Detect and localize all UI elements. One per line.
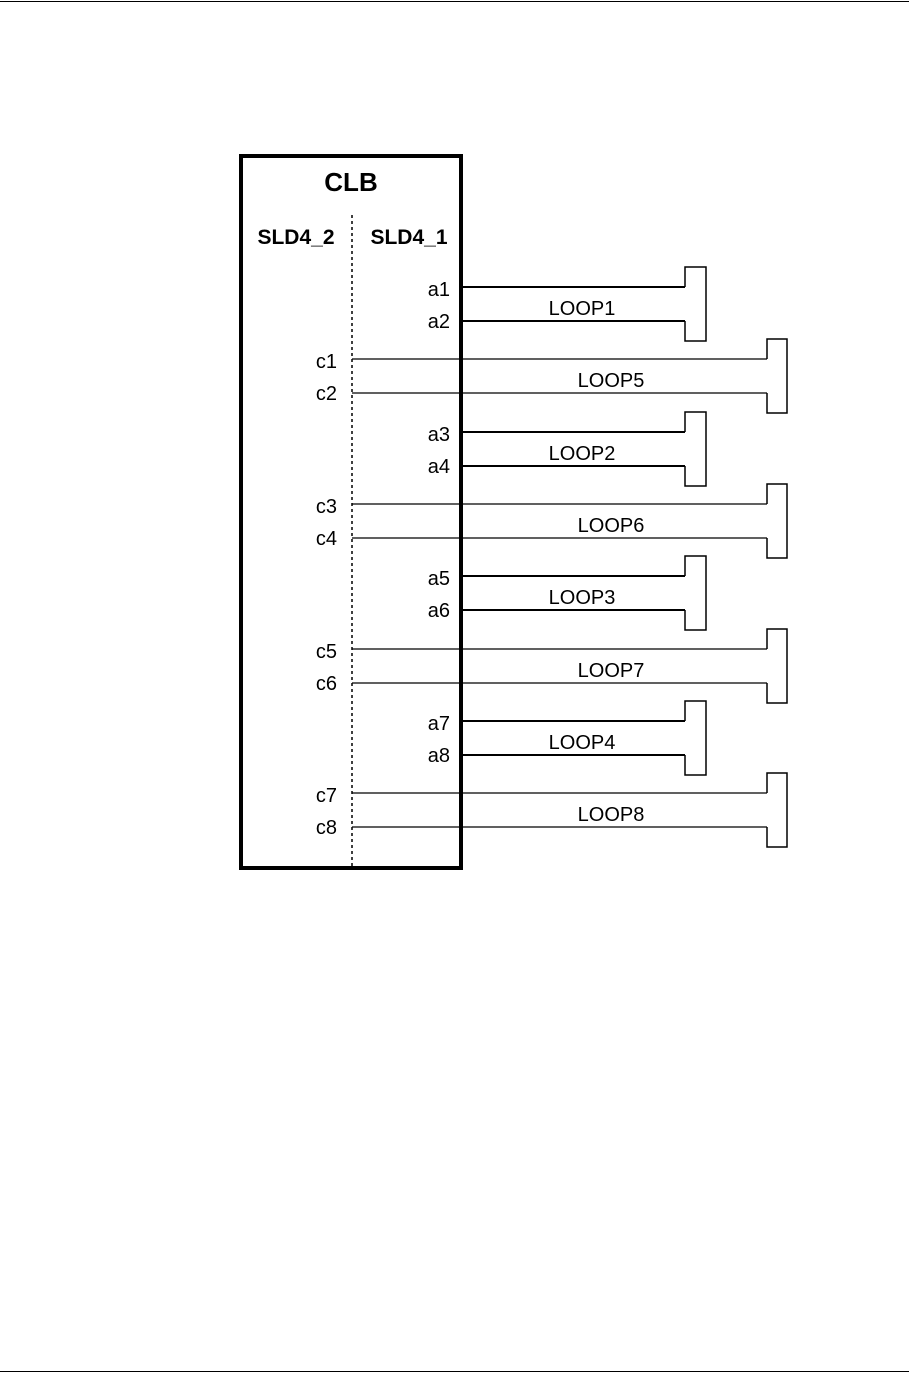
pin-label-c3: c3	[316, 496, 337, 518]
connector-loop2	[684, 411, 707, 487]
top-rule	[0, 1, 909, 2]
loop-group: a1 a2 LOOP1 c1 c2 LOOP5 a3 a4 LOOP2 c3 c4 LOOP6 a5 a6…	[316, 266, 788, 848]
loop-label-loop1: LOOP1	[549, 298, 616, 320]
loop-label-loop6: LOOP6	[578, 515, 645, 537]
loop-label-loop2: LOOP2	[549, 443, 616, 465]
clb-block	[239, 154, 463, 870]
pin-label-c4: c4	[316, 528, 337, 550]
pin-label-a5: a5	[428, 568, 450, 590]
loop-label-loop5: LOOP5	[578, 370, 645, 392]
connector-loop7	[766, 628, 788, 704]
bottom-rule	[0, 1371, 909, 1372]
pin-label-c2: c2	[316, 383, 337, 405]
column-header-sld4-2: SLD4_2	[257, 226, 334, 249]
loop-label-loop7: LOOP7	[578, 660, 645, 682]
connector-loop1	[684, 266, 707, 342]
pin-label-a8: a8	[428, 745, 450, 767]
pin-label-a7: a7	[428, 713, 450, 735]
pin-label-c1: c1	[316, 351, 337, 373]
pin-label-a2: a2	[428, 311, 450, 333]
block-title: CLB	[324, 167, 377, 197]
pin-label-c6: c6	[316, 673, 337, 695]
pin-label-c5: c5	[316, 641, 337, 663]
connector-loop5	[766, 338, 788, 414]
loop-label-loop3: LOOP3	[549, 587, 616, 609]
pin-label-a4: a4	[428, 456, 450, 478]
pin-label-a3: a3	[428, 424, 450, 446]
pin-label-c7: c7	[316, 785, 337, 807]
pin-label-a6: a6	[428, 600, 450, 622]
connector-loop4	[684, 700, 707, 776]
loop-label-loop4: LOOP4	[549, 732, 616, 754]
connector-loop3	[684, 555, 707, 631]
connector-loop8	[766, 772, 788, 848]
pin-label-a1: a1	[428, 279, 450, 301]
loop-label-loop8: LOOP8	[578, 804, 645, 826]
column-header-sld4-1: SLD4_1	[370, 226, 447, 249]
connector-loop6	[766, 483, 788, 559]
pin-label-c8: c8	[316, 817, 337, 839]
